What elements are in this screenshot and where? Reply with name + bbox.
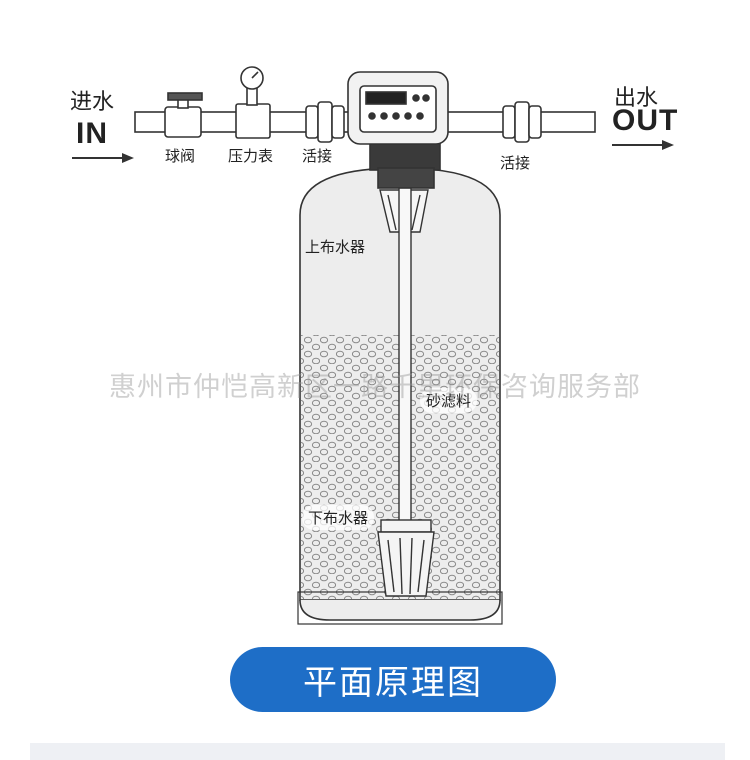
control-valve-head [347,71,449,189]
lower-distributor-icon [377,519,435,597]
outlet-arrow-icon [612,140,674,150]
central-riser-pipe [398,159,412,526]
union-left-icon [305,101,345,143]
upper-distributor-label: 上布水器 [305,238,366,256]
pressure-gauge-icon [235,66,271,139]
watermark: 惠州市仲恺高新区一路千里环保咨询服务部 [109,372,641,403]
union-right-icon [502,101,542,143]
outlet-label: 出水 [614,86,659,111]
inlet-arrow-icon [72,153,134,163]
bottom-divider [30,743,725,760]
ball-valve-label: 球阀 [165,147,196,165]
inlet-label: 进水 [70,90,115,115]
outlet-label-en: OUT [612,104,679,137]
ball-valve-icon [164,92,203,138]
pressure-gauge-label: 压力表 [228,147,274,165]
caption-badge: 平面原理图 [230,647,556,712]
caption-text: 平面原理图 [303,663,483,703]
union-left-label: 活接 [302,147,333,165]
sand-media-label: 砂滤料 [420,388,478,413]
lower-distributor-label: 下布水器 [302,505,375,530]
inlet-label-en: IN [76,117,108,150]
union-right-label: 活接 [500,154,531,172]
